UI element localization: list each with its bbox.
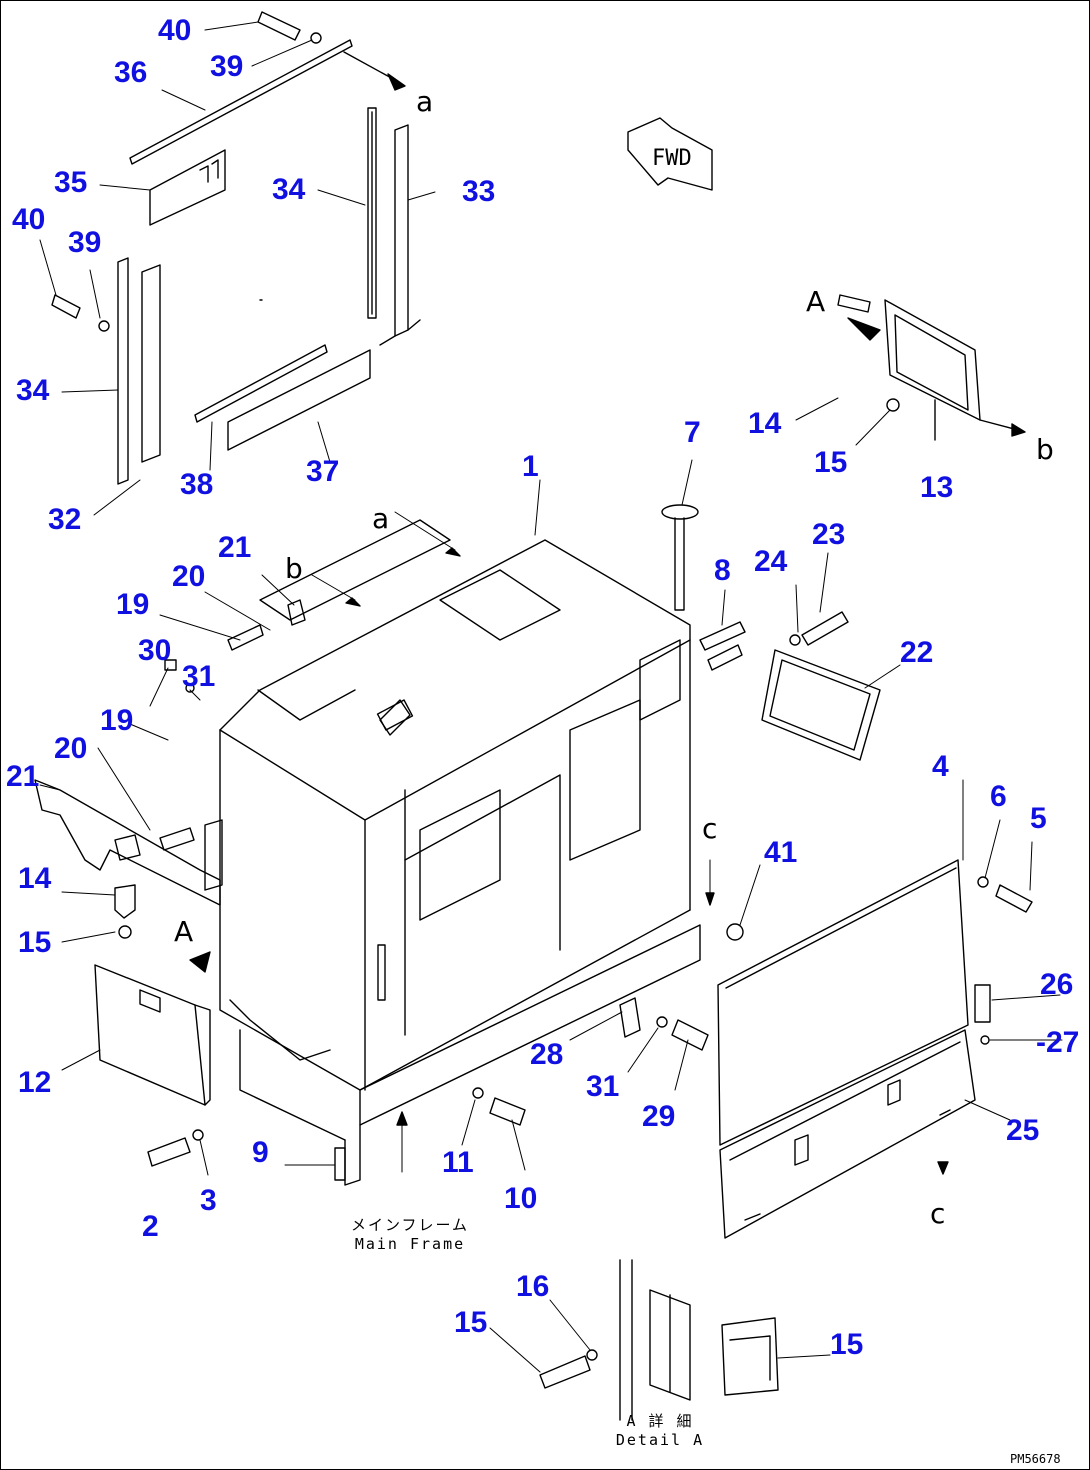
- fwd-arrow-mark: FWD: [627, 117, 713, 191]
- ref-letter-b-right: b: [1036, 433, 1054, 466]
- callout-17: 15: [454, 1306, 488, 1339]
- ref-letter-b-frame: b: [285, 552, 303, 585]
- callout-11: 11: [442, 1146, 474, 1179]
- callout-25: 25: [1006, 1114, 1040, 1147]
- callout-15-left: 15: [18, 926, 52, 959]
- main-frame-body: [219, 299, 701, 1186]
- ref-letter-a-frame: a: [372, 502, 390, 535]
- ref-letter-c-panel: c: [930, 1197, 946, 1230]
- callout-10: 10: [504, 1182, 538, 1215]
- detail-a-label-jp: A 詳 細: [626, 1412, 694, 1430]
- callout-26: 26: [1040, 968, 1074, 1001]
- callout-21-top: 20: [172, 560, 206, 593]
- callout-30: 30: [138, 634, 172, 667]
- callout-19-top: 21: [218, 531, 252, 564]
- callout-16: 15: [830, 1328, 864, 1361]
- callout-4: 4: [932, 750, 949, 783]
- callout-9: 9: [252, 1136, 269, 1169]
- callout-29: 29: [642, 1100, 676, 1133]
- callout-31-top: 31: [182, 660, 216, 693]
- callout-35: 35: [54, 166, 88, 199]
- callout-23: 23: [812, 518, 846, 551]
- callout-20-top: 19: [116, 588, 150, 621]
- callout-13: 13: [920, 471, 954, 504]
- callout-21-mid: 20: [54, 732, 88, 765]
- ref-letter-A-right: A: [806, 285, 826, 318]
- ref-letter-a-top: a: [416, 85, 434, 118]
- callout-39: 40: [158, 14, 192, 47]
- callout-39-left: 40: [12, 203, 46, 236]
- callout-28: 28: [530, 1038, 564, 1071]
- ref-letter-c-frame: c: [702, 812, 718, 845]
- main-frame-label-en: Main Frame: [354, 1234, 466, 1253]
- callout-19-left: 21: [6, 760, 40, 793]
- callout-6: 6: [990, 780, 1007, 813]
- callout-41: 41: [764, 836, 798, 869]
- callout-1: 1: [522, 450, 539, 483]
- callout-24: 24: [754, 545, 788, 578]
- leader-lines: [39, 21, 1063, 1373]
- callout-22: 22: [900, 636, 934, 669]
- callout-32: 32: [48, 503, 82, 536]
- ref-letter-A-left: A: [174, 915, 194, 948]
- detail-a-view: [539, 1259, 779, 1421]
- callout-31-bottom: 31: [586, 1070, 620, 1103]
- fwd-label: FWD: [652, 146, 692, 171]
- callout-40-left: 39: [68, 226, 102, 259]
- callout-15-right: 15: [814, 446, 848, 479]
- callout-33: 33: [462, 175, 496, 208]
- callout-18: 16: [516, 1270, 550, 1303]
- callout-2: 2: [142, 1210, 159, 1243]
- main-frame-label: メインフレーム Main Frame: [330, 1216, 490, 1254]
- drawing-code: PM56678: [1010, 1452, 1061, 1466]
- callout-12: 12: [18, 1066, 52, 1099]
- callout-40: 39: [210, 50, 244, 83]
- callout-3: 3: [200, 1184, 217, 1217]
- main-frame-label-jp: メインフレーム: [350, 1216, 470, 1234]
- upper-frame-assembly: [51, 11, 421, 485]
- left-door: [94, 884, 526, 1181]
- callout-34: 34: [272, 173, 306, 206]
- callout-34-left: 34: [16, 374, 50, 407]
- leader-arrowheads: [345, 547, 949, 1175]
- callout-37: 37: [306, 455, 340, 488]
- right-hardware: [619, 504, 881, 1051]
- callout-27: -27: [1036, 1026, 1080, 1059]
- callout-5: 5: [1030, 802, 1047, 835]
- side-panels: [717, 859, 1033, 1239]
- callout-14-right: 14: [748, 407, 782, 440]
- callout-20-mid: 19: [100, 704, 134, 737]
- callout-8: 8: [714, 554, 731, 587]
- detail-a-label-en: Detail A: [615, 1430, 705, 1449]
- callout-36: 36: [114, 56, 148, 89]
- left-mounting-bracket: [34, 599, 306, 906]
- callout-7: 7: [684, 416, 701, 449]
- callout-14-left: 14: [18, 862, 52, 895]
- callout-38: 38: [180, 468, 214, 501]
- detail-a-label: A 詳 細 Detail A: [590, 1412, 730, 1450]
- detail-a-panel: [837, 294, 1026, 441]
